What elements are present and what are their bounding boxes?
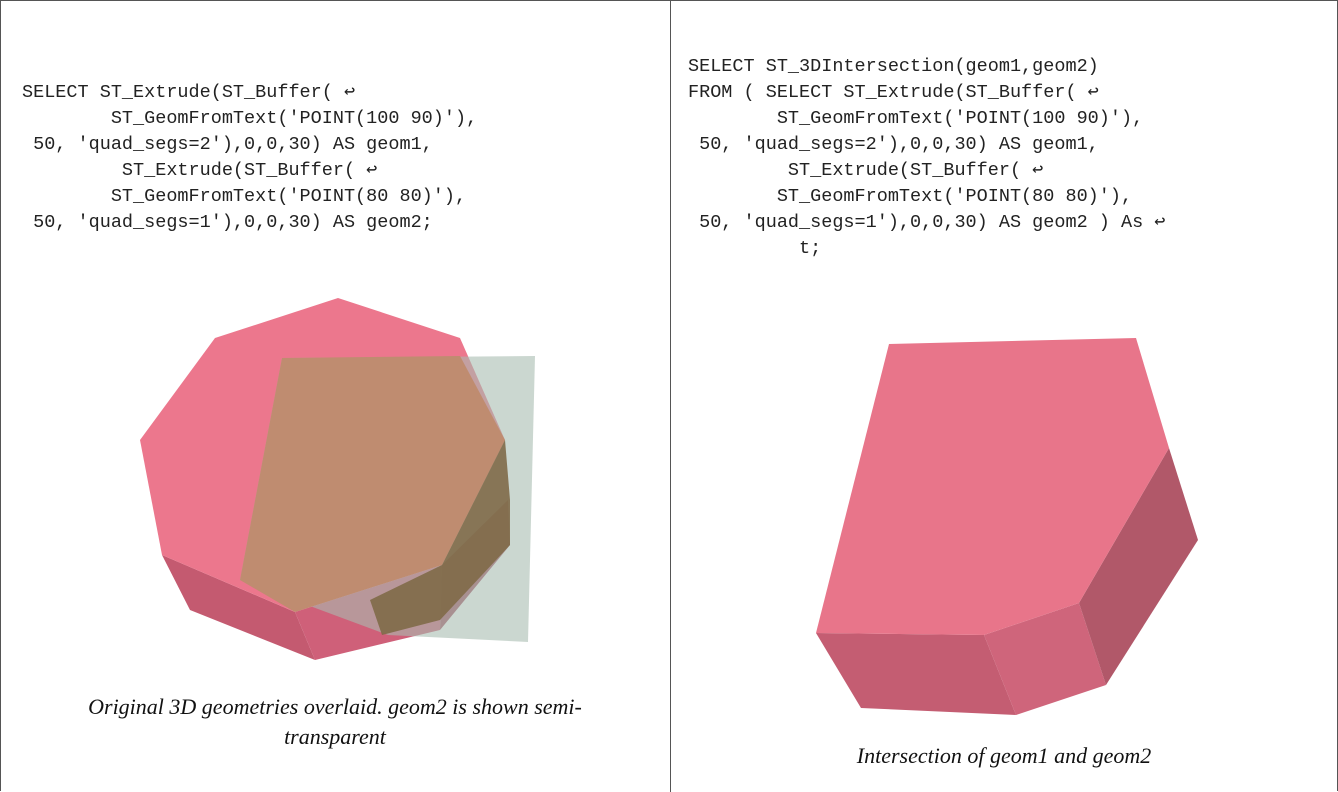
intersection-side-face-middle [984, 603, 1106, 715]
left-sql-code: SELECT ST_Extrude(ST_Buffer( ↩ ST_GeomFr… [22, 82, 478, 233]
left-caption: Original 3D geometries overlaid. geom2 i… [88, 694, 582, 749]
left-cell: SELECT ST_Extrude(ST_Buffer( ↩ ST_GeomFr… [22, 82, 582, 749]
overlay-geometry-figure [140, 298, 535, 660]
right-caption: Intersection of geom1 and geom2 [856, 743, 1152, 768]
overlap-top-face [240, 356, 505, 612]
overlap-side-face [370, 440, 510, 635]
column-divider [670, 0, 671, 792]
geom1-side-face-left [162, 555, 315, 660]
intersection-side-face-right [1079, 448, 1198, 685]
right-cell: SELECT ST_3DIntersection(geom1,geom2) FR… [671, 0, 1337, 792]
intersection-top-face [816, 338, 1169, 635]
intersection-geometry-figure [816, 338, 1198, 715]
intersection-side-face-front [816, 633, 1016, 715]
right-sql-code: SELECT ST_3DIntersection(geom1,geom2) FR… [688, 56, 1166, 259]
